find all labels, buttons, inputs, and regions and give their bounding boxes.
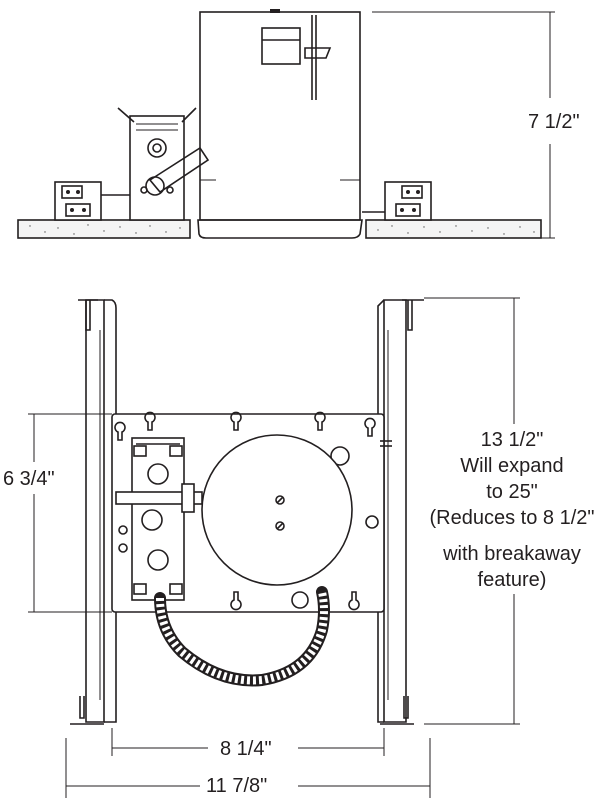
housing-aperture (201, 434, 353, 586)
hanger-bar-left (85, 299, 105, 723)
keyhole-slots (114, 411, 376, 611)
knockout-top-2 (141, 509, 163, 531)
hanger-nail-top-right (402, 299, 424, 331)
hanger-nail-bottom-right (380, 696, 414, 725)
length-label-line-6: feature) (478, 569, 547, 591)
mounting-clip-left (54, 181, 130, 221)
length-label: 13 1/2" Will expand to 25" (Reduces to 8… (430, 429, 595, 591)
ceiling-board-left (17, 219, 191, 239)
knockout-top-3 (147, 549, 169, 571)
length-label-line-3: to 25" (486, 481, 538, 503)
aperture-screw-lower (275, 521, 285, 531)
inner-width-label: 8 1/4" (220, 738, 272, 760)
hanger-nail-top-left (78, 299, 98, 331)
length-label-line-5: with breakaway (442, 543, 581, 565)
plan-view: 6 3/4" 13 1/2" Will expand to 25" (Reduc… (3, 297, 595, 798)
ceiling-board-right (365, 219, 542, 239)
junction-box-top (131, 437, 185, 601)
mounting-clip-right (362, 181, 432, 221)
knockout-side (147, 138, 167, 158)
hanger-bar-right (383, 299, 407, 723)
aperture-screw-upper (275, 495, 285, 505)
housing-trim (197, 219, 363, 239)
length-label-line-2: Will expand (460, 455, 563, 477)
hanger-nail-bottom-left (70, 696, 104, 725)
frame-depth-label: 6 3/4" (3, 468, 55, 490)
strap-bar (115, 491, 203, 505)
outer-width-label: 11 7/8" (206, 775, 267, 797)
thermal-protector (261, 27, 301, 65)
length-label-line-4: (Reduces to 8 1/2" (430, 507, 595, 529)
side-view: 7 1/2" (17, 9, 580, 239)
height-label: 7 1/2" (528, 111, 580, 133)
spring-clip (304, 15, 332, 100)
junction-box-side (129, 115, 185, 221)
length-label-line-1: 13 1/2" (481, 429, 544, 451)
flex-conduit-side (148, 146, 210, 194)
knockout-top-1 (147, 463, 169, 485)
plaster-texture (29, 224, 535, 235)
